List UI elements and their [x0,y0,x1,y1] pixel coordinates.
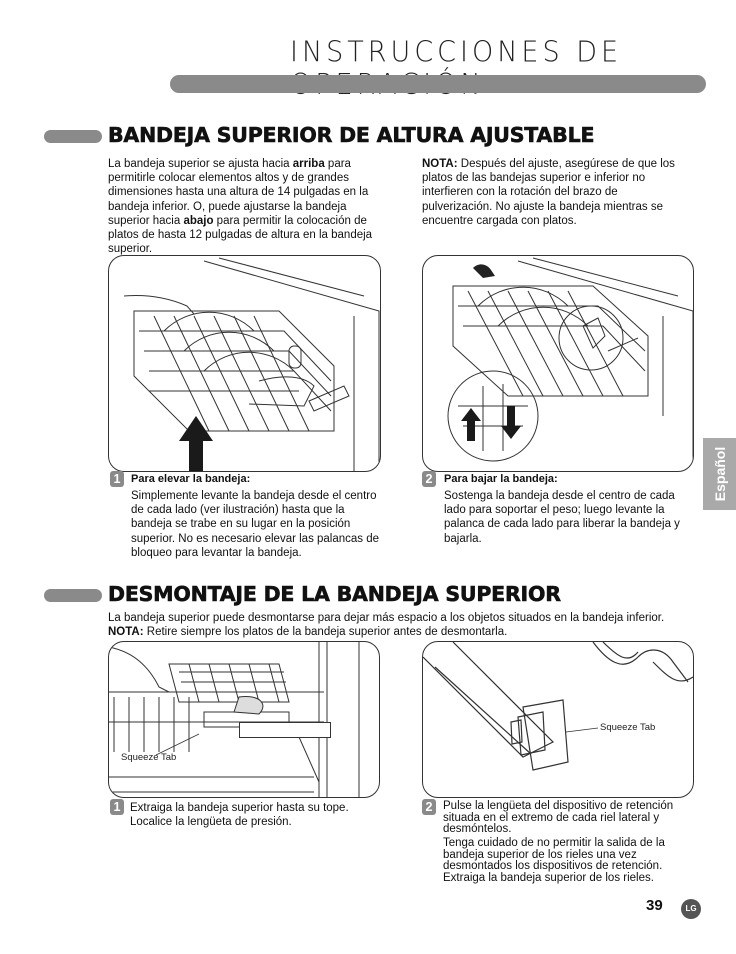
squeeze-tab-label: Squeeze Tab [121,752,177,763]
callout-box [239,722,331,738]
title-bar [170,75,706,93]
text-run: La bandeja superior puede desmontarse pa… [108,612,665,624]
step-text-raise: Simplemente levante la bandeja desde el … [131,490,380,559]
squeeze-tab-label: Squeeze Tab [600,722,656,733]
language-tab-label: Español [711,446,728,502]
section-title-rack-removal: DESMONTAJE DE LA BANDEJA SUPERIOR [108,582,562,607]
step-title-lower: Para bajar la bandeja: [444,473,558,485]
rail-retainer-drawing [423,642,693,771]
bold-run: abajo [183,214,214,227]
step-text-lower: Sostenga la bandeja desde el centro de c… [444,490,680,545]
rail-retainer-illustration [422,641,694,798]
language-tab: Español [703,438,736,510]
adjust-paragraph: La bandeja superior se ajusta hacia arri… [108,157,388,256]
section-pill [44,130,102,143]
bold-run: arriba [292,158,325,170]
step-title-raise: Para elevar la bandeja: [131,473,251,485]
step-text-retainer: Pulse la lengüeta del dispositivo de ret… [443,800,674,835]
step-text-pull-out: Extraiga la bandeja superior hasta su to… [130,802,349,829]
section-title-adjustable-rack: BANDEJA SUPERIOR DE ALTURA AJUSTABLE [108,123,595,148]
step-number: 1 [110,799,124,815]
note-paragraph: NOTA: Después del ajuste, asegúrese de q… [422,157,684,228]
note-label: NOTA: [108,626,144,639]
text-run: para permitir la colocación de platos de… [108,214,373,256]
pull-out-rack-illustration [108,641,380,798]
pull-out-rack-drawing [109,642,360,797]
lower-rack-illustration [422,255,694,472]
note-label: NOTA: [422,158,458,170]
raise-rack-drawing [123,257,380,471]
page-number: 39 [646,897,663,914]
lower-rack-drawing [447,257,693,471]
text-run: para permitirle colocar elementos altos … [108,158,369,227]
step-number: 2 [422,471,436,487]
removal-intro: La bandeja superior puede desmontarse pa… [108,611,698,639]
section-pill [44,589,102,602]
raise-rack-illustration [108,255,381,472]
text-run: La bandeja superior se ajusta hacia [108,158,293,170]
lg-logo-icon: LG [681,899,701,919]
step-text-caution: Tenga cuidado de no permitir la salida d… [443,837,665,884]
step-number: 1 [110,471,124,487]
text-run: Retire siempre los platos de la bandeja … [143,626,508,639]
text-run: Después del ajuste, asegúrese de que los… [422,158,675,227]
step-number: 2 [422,799,436,815]
